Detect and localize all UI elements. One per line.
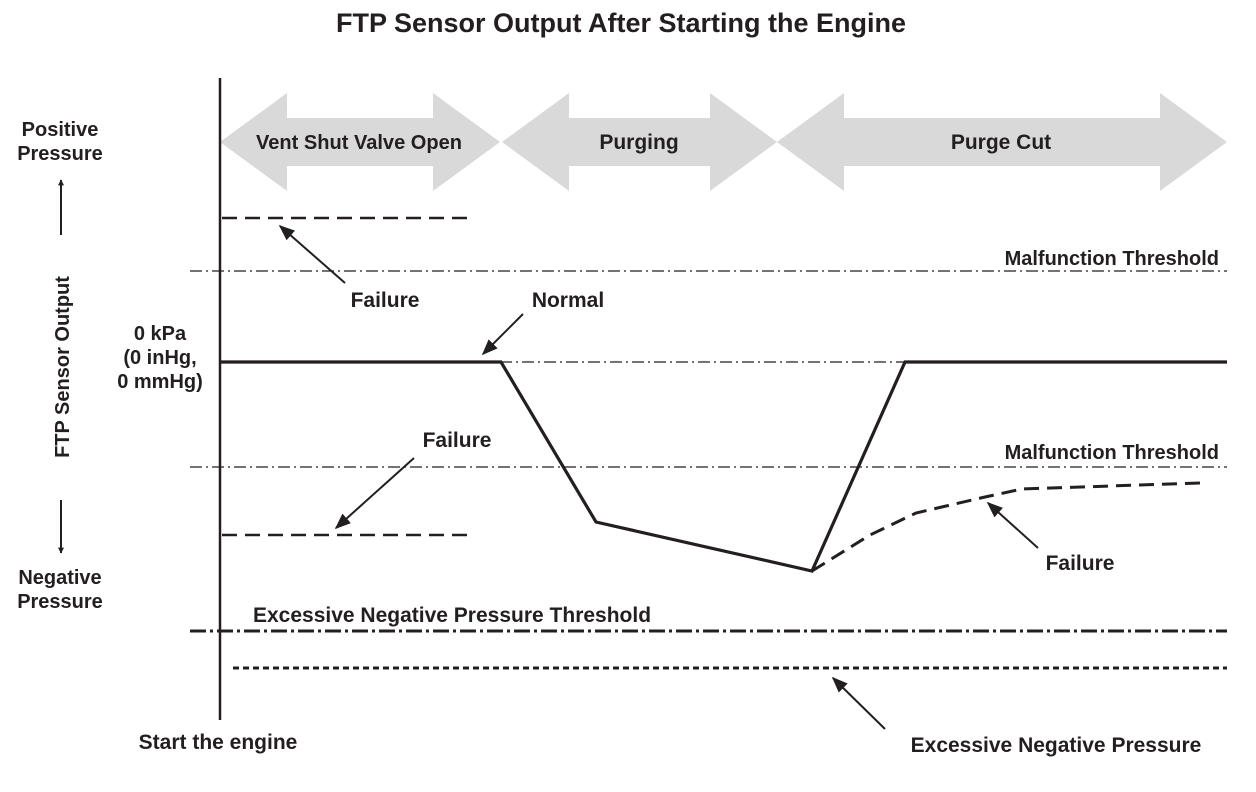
positive-label-line2: Pressure <box>17 143 103 165</box>
excessive-pressure-label: Excessive Negative Pressure <box>911 734 1202 757</box>
negative-label-line1: Negative <box>18 567 101 589</box>
zero-label-line3: 0 mmHg) <box>117 371 203 393</box>
failure-upper-label: Failure <box>351 289 420 312</box>
zero-label-line1: 0 kPa <box>134 323 187 345</box>
malfunction-threshold-upper-label: Malfunction Threshold <box>1005 248 1219 270</box>
phase-label-purge-cut: Purge Cut <box>951 131 1051 154</box>
normal-label: Normal <box>532 289 604 312</box>
phase-arrow-purge-cut: Purge Cut <box>777 93 1227 191</box>
failure-recovery-trace <box>811 481 1201 573</box>
chart-title: FTP Sensor Output After Starting the Eng… <box>336 8 906 38</box>
zero-label-line2: (0 inHg, <box>123 347 196 369</box>
y-axis-label: FTP Sensor Output <box>52 276 74 458</box>
malfunction-threshold-lower-label: Malfunction Threshold <box>1005 442 1219 464</box>
normal-pointer <box>481 313 524 356</box>
excessive-threshold-label: Excessive Negative Pressure Threshold <box>253 604 651 627</box>
normal-signal-trace <box>220 360 1227 573</box>
failure-lower-pointer <box>334 457 415 530</box>
phase-label-vent: Vent Shut Valve Open <box>256 132 462 154</box>
failure-right-pointer <box>986 501 1039 549</box>
failure-upper-pointer <box>278 224 346 284</box>
failure-lower-label: Failure <box>423 429 492 452</box>
phase-arrow-purging: Purging <box>502 93 777 191</box>
positive-label-line1: Positive <box>22 119 99 141</box>
negative-label-line2: Pressure <box>17 591 103 613</box>
phase-label-purging: Purging <box>599 131 678 154</box>
failure-right-label: Failure <box>1046 552 1115 575</box>
start-engine-label: Start the engine <box>139 731 298 754</box>
excessive-pressure-pointer <box>831 676 886 730</box>
phase-arrow-vent: Vent Shut Valve Open <box>220 93 500 191</box>
